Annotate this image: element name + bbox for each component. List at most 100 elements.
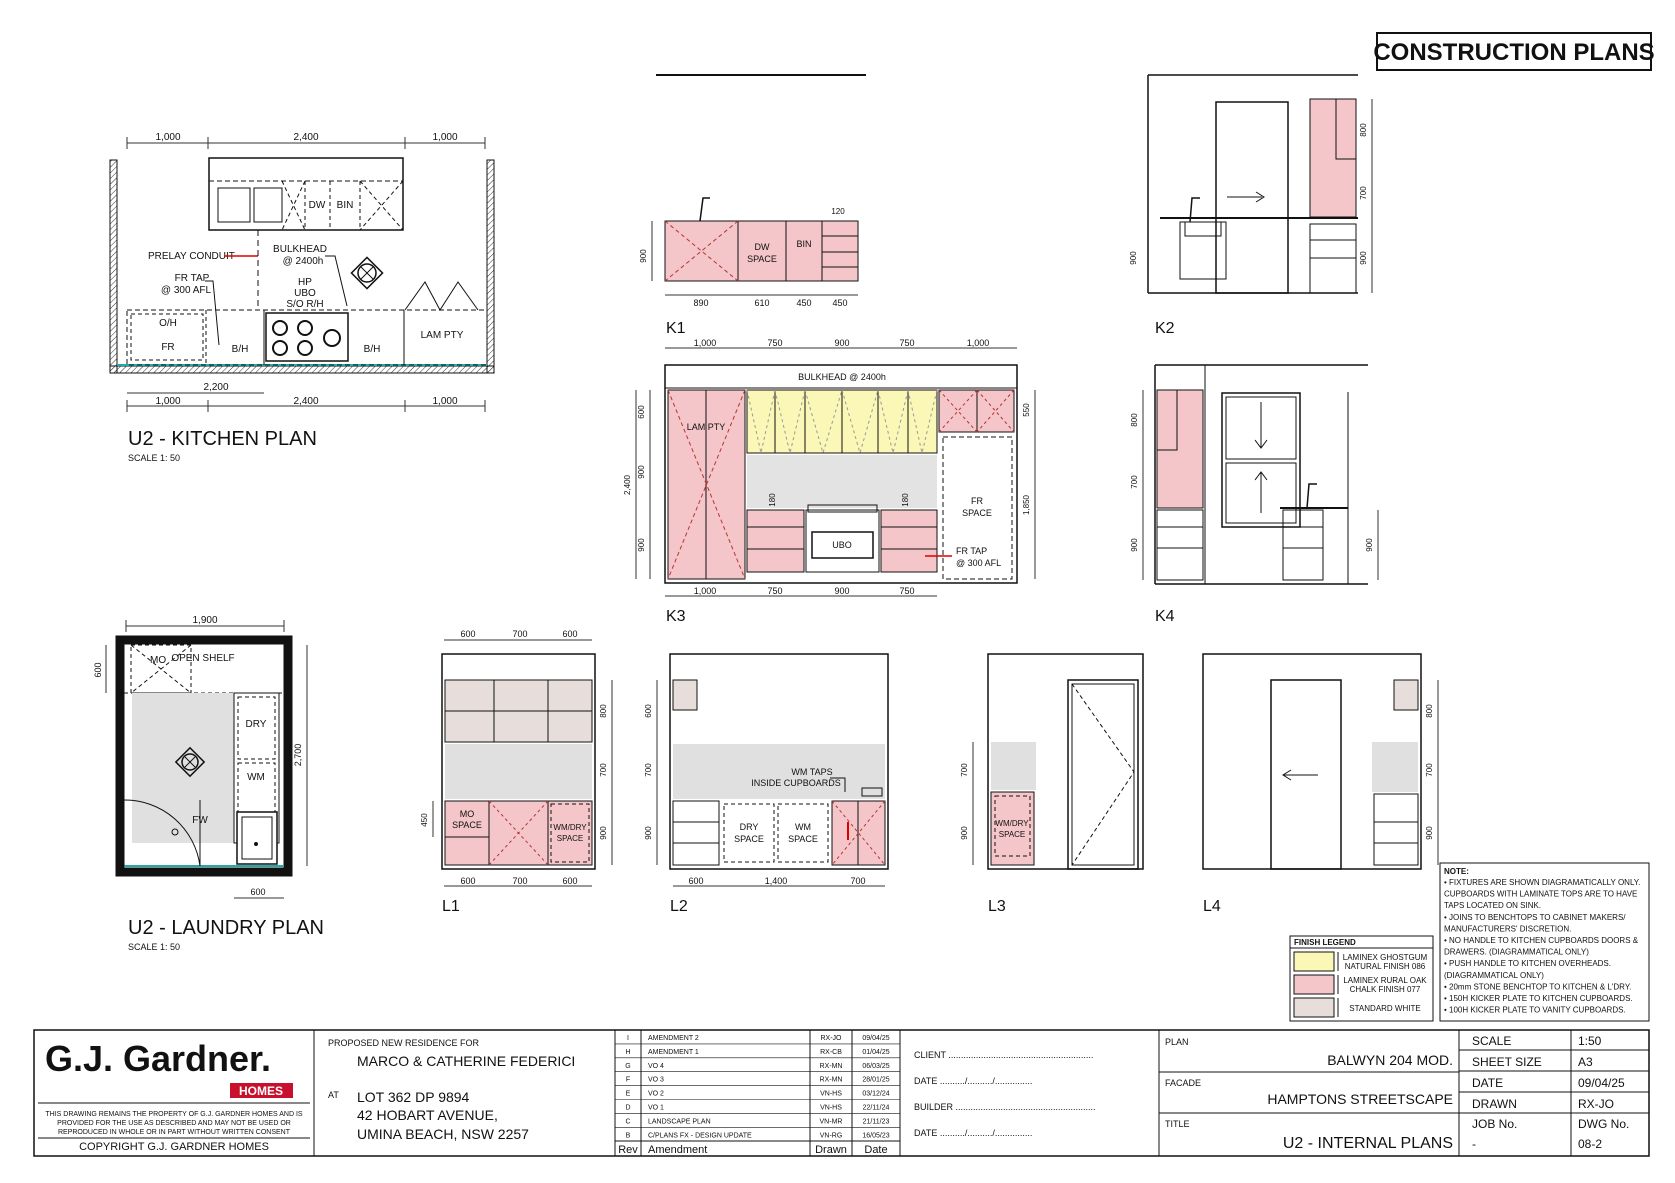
kitchen-dim-bottom-3: 1,000: [432, 396, 457, 407]
rev-date: 09/04/25: [862, 1035, 889, 1042]
l3-tag: L3: [988, 898, 1006, 915]
note-line: • NO HANDLE TO KITCHEN CUPBOARDS DOORS &: [1444, 936, 1639, 945]
note-line: • 20mm STONE BENCHTOP TO KITCHEN & L'DRY…: [1444, 982, 1631, 991]
laundry-plan-scale: SCALE 1: 50: [128, 942, 180, 952]
l2-dim-bottom-2: 1,400: [765, 876, 788, 886]
l2-side-700: 700: [644, 763, 653, 777]
l4-side-800: 800: [1425, 704, 1434, 718]
k2-dim-700: 700: [1359, 186, 1368, 200]
k3-h180-a: 180: [768, 493, 777, 507]
kitchen-bin-label: BIN: [337, 200, 354, 211]
disclaimer-line-1: THIS DRAWING REMAINS THE PROPERTY OF G.J…: [45, 1111, 303, 1118]
rev-amendment: VO 2: [648, 1091, 664, 1098]
l3-side-900: 900: [960, 826, 969, 840]
rev-letter: F: [626, 1077, 630, 1084]
k1-h120: 120: [831, 207, 845, 216]
k1-dim-4: 450: [832, 298, 847, 308]
address-line-2: 42 HOBART AVENUE,: [357, 1107, 498, 1123]
rev-drawn: VN-HS: [820, 1091, 842, 1098]
kitchen-hp-label: HP: [298, 277, 312, 288]
k3-side-900a: 900: [637, 465, 646, 479]
rev-drawn: RX-CB: [820, 1049, 842, 1056]
legend-label-3-a: STANDARD WHITE: [1349, 1004, 1420, 1013]
note-line: • JOINS TO BENCHTOPS TO CABINET MAKERS/: [1444, 913, 1626, 922]
meta-drawn-label: DRAWN: [1472, 1097, 1517, 1111]
note-line: • 150H KICKER PLATE TO KITCHEN CUPBOARDS…: [1444, 994, 1633, 1003]
meta-sheet-value: A3: [1578, 1055, 1593, 1069]
l1-side-450: 450: [420, 813, 429, 827]
k2-tag: K2: [1155, 320, 1175, 337]
kitchen-oh-label: O/H: [159, 318, 177, 329]
laundry-plan-title: U2 - LAUNDRY PLAN: [128, 917, 324, 939]
rev-drawn: RX-MN: [820, 1077, 843, 1084]
k3-dim-top-4: 750: [899, 338, 914, 348]
elevation-k1: DW SPACE BIN 120 900 890 610 450 450 K1: [639, 197, 859, 337]
k3-tag: K3: [666, 608, 686, 625]
k3-side-2400: 2,400: [623, 474, 632, 495]
disclaimer-line-3: REPRODUCED IN WHOLE OR IN PART WITHOUT W…: [58, 1129, 291, 1136]
kitchen-bh2-label: B/H: [364, 344, 381, 355]
dwg-value: 08-2: [1578, 1137, 1602, 1151]
laundry-plan: 1,900 MO OPEN SHELF DRY WM FW 600 2,700 …: [93, 615, 324, 952]
legend-label-1-a: LAMINEX GHOSTGUM: [1343, 953, 1428, 962]
k3-side-600: 600: [637, 405, 646, 419]
l1-wm-space-label: SPACE: [557, 834, 584, 843]
k3-bulkhead-label: BULKHEAD @ 2400h: [798, 372, 886, 382]
laundry-mo-label: MO: [150, 655, 166, 666]
k3-side-1850: 1,850: [1022, 494, 1031, 515]
k3-dim-top-1: 1,000: [694, 338, 717, 348]
k1-dim-1: 890: [693, 298, 708, 308]
laundry-open-shelf-label: OPEN SHELF: [171, 653, 234, 664]
l1-side-700: 700: [599, 763, 608, 777]
k3-side-550: 550: [1022, 403, 1031, 417]
rev-amendment: AMENDMENT 2: [648, 1035, 699, 1042]
meta-scale-value: 1:50: [1578, 1034, 1602, 1048]
rev-letter: D: [625, 1105, 630, 1112]
copyright: COPYRIGHT G.J. GARDNER HOMES: [79, 1141, 269, 1153]
k3-dim-bottom-1: 1,000: [694, 586, 717, 596]
l1-mo-label: MO: [460, 809, 475, 819]
kitchen-ubo-label: UBO: [294, 288, 316, 299]
job-label: JOB No.: [1472, 1117, 1517, 1131]
k3-dim-top-2: 750: [767, 338, 782, 348]
l2-dim-bottom-3: 700: [850, 876, 865, 886]
elevation-l1: 600 700 600 MO SPACE WM/DRY SPACE 800 70…: [420, 629, 613, 915]
note-line: • FIXTURES ARE SHOWN DIAGRAMATICALLY ONL…: [1444, 878, 1640, 887]
k1-h900: 900: [639, 249, 648, 263]
rev-header-amendment: Amendment: [648, 1144, 707, 1156]
legend-swatch-2: [1293, 974, 1335, 995]
rev-header-drawn: Drawn: [815, 1144, 847, 1156]
kitchen-bulkhead-label: BULKHEAD: [273, 244, 327, 255]
job-value: -: [1472, 1137, 1476, 1151]
k4-dim-700: 700: [1130, 475, 1139, 489]
l2-dry-label-1: DRY: [740, 822, 759, 832]
l2-wm-label-2: SPACE: [788, 834, 818, 844]
elevation-k2: 900 900 700 800 K2: [1129, 74, 1373, 337]
kitchen-plan: 1,000 2,400 1,000 DW BIN LAM PTY O/H FR: [109, 132, 495, 463]
laundry-fw-label: FW: [192, 815, 208, 826]
brand-homes: HOMES: [239, 1084, 283, 1098]
legend-label-1-b: NATURAL FINISH 086: [1345, 962, 1426, 971]
k3-dim-top-3: 900: [834, 338, 849, 348]
facade-label: FACADE: [1165, 1078, 1201, 1088]
notes-title: NOTE:: [1444, 867, 1469, 876]
kitchen-dim-bottom-2: 2,400: [293, 396, 318, 407]
l3-wm-label-1: WM/DRY: [995, 819, 1029, 828]
kitchen-bh-label: B/H: [232, 344, 249, 355]
rev-letter: H: [625, 1049, 630, 1056]
laundry-dim-side: 2,700: [293, 744, 303, 767]
l1-dim-top-3: 600: [562, 629, 577, 639]
kitchen-dim-top-3: 1,000: [432, 132, 457, 143]
l4-side-700: 700: [1425, 763, 1434, 777]
rev-date: 03/12/24: [862, 1091, 889, 1098]
rev-header-date: Date: [864, 1144, 887, 1156]
kitchen-frtap-label: FR TAP: [175, 273, 210, 284]
kitchen-plan-scale: SCALE 1: 50: [128, 453, 180, 463]
rev-date: 21/11/23: [863, 1118, 890, 1125]
note-line: • 100H KICKER PLATE TO VANITY CUPBOARDS.: [1444, 1006, 1626, 1015]
